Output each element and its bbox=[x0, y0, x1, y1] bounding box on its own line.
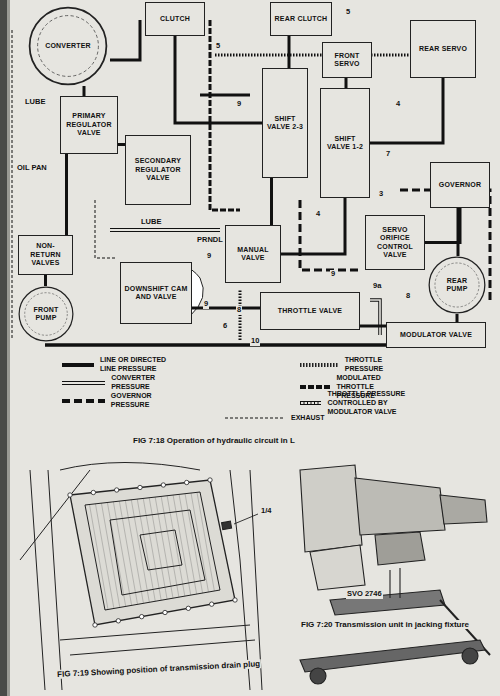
callout-number: 4 bbox=[315, 210, 321, 219]
legend-item: GOVERNOR PRESSURE bbox=[62, 392, 169, 410]
component-label: REAR SERVO bbox=[419, 45, 467, 53]
valve-box: MANUAL VALVE bbox=[225, 225, 281, 283]
part-label: LUBE bbox=[24, 98, 46, 107]
fluid-line bbox=[44, 275, 47, 286]
part-label: LUBE bbox=[140, 218, 162, 227]
valve-box: MODULATOR VALVE bbox=[386, 322, 486, 348]
valve-box: DOWNSHIFT CAM AND VALVE bbox=[120, 262, 192, 324]
fluid-line bbox=[288, 36, 291, 68]
legend-line-sample bbox=[62, 361, 94, 369]
drain-plug-illustration bbox=[20, 463, 262, 691]
page-binding bbox=[7, 0, 10, 696]
legend-item: THROTTLE PRESSURE bbox=[300, 356, 400, 374]
figure-caption: FIG 7:20 Transmission unit in jacking fi… bbox=[300, 620, 470, 629]
legend-line-sample bbox=[62, 397, 105, 405]
component-label: MODULATOR VALVE bbox=[400, 331, 472, 339]
clutch-box: CLUTCH bbox=[145, 2, 205, 36]
legend-line-sample bbox=[225, 414, 285, 422]
legend-text: CONVERTER PRESSURE bbox=[111, 374, 172, 392]
legend-item: LINE OR DIRECTED LINE PRESSURE bbox=[62, 356, 167, 374]
valve-box: PRIMARY REGULATOR VALVE bbox=[60, 96, 118, 154]
legend-line-sample bbox=[62, 379, 105, 387]
legend-line-sample bbox=[300, 399, 321, 407]
callout-number: 7 bbox=[385, 150, 391, 159]
fluid-line bbox=[270, 178, 273, 225]
pan-bolts bbox=[68, 478, 237, 627]
component-label: FRONT PUMP bbox=[28, 306, 64, 323]
valve-box: SERVO ORIFICE CONTROL VALVE bbox=[365, 215, 425, 270]
valve-box: SECONDARY REGULATOR VALVE bbox=[125, 135, 191, 205]
component-label: SHIFT VALVE 1-2 bbox=[324, 135, 366, 152]
callout-number: 10 bbox=[250, 337, 260, 346]
component-label: PRIMARY REGULATOR VALVE bbox=[64, 112, 114, 137]
component-label: SECONDARY REGULATOR VALVE bbox=[129, 157, 187, 182]
pump-circle: REAR PUMP bbox=[428, 256, 486, 314]
legend-item: CONVERTER PRESSURE bbox=[62, 374, 172, 392]
figure-caption: FIG 7:19 Showing position of transmissio… bbox=[56, 659, 261, 679]
legend-item: THROTTLE PRESSURE CONTROLLED BY MODULATO… bbox=[300, 390, 410, 416]
component-label: MANUAL VALVE bbox=[229, 246, 277, 263]
legend-text: LINE OR DIRECTED LINE PRESSURE bbox=[100, 356, 166, 374]
component-label: CONVERTER bbox=[45, 42, 91, 50]
component-label: REAR PUMP bbox=[438, 277, 475, 294]
callout-number: 9 bbox=[203, 300, 209, 309]
dimension-label: 1/4 bbox=[260, 507, 272, 516]
legend-text: THROTTLE PRESSURE bbox=[345, 356, 400, 374]
fluid-line bbox=[370, 78, 443, 143]
callout-number: 9 bbox=[330, 270, 336, 279]
page-binding bbox=[0, 0, 7, 696]
callout-number: 8 bbox=[405, 292, 411, 301]
fluid-line bbox=[456, 314, 459, 322]
governor-box: GOVERNOR bbox=[430, 162, 490, 208]
fluid-line bbox=[345, 78, 348, 88]
fluid-line bbox=[360, 325, 386, 328]
fluid-line bbox=[175, 36, 262, 123]
component-label: NON-RETURN VALVES bbox=[22, 242, 69, 267]
callout-number: 6 bbox=[222, 322, 228, 331]
valve-box: THROTTLE VALVE bbox=[260, 292, 360, 330]
legend-text: EXHAUST bbox=[291, 414, 324, 423]
fluid-line bbox=[281, 198, 345, 254]
transmission-on-jack bbox=[300, 465, 490, 684]
fluid-line bbox=[65, 154, 68, 235]
component-label: SERVO ORIFICE CONTROL VALVE bbox=[369, 226, 421, 260]
callout-number: 9 bbox=[206, 252, 212, 261]
figure-code: SVO 2746 bbox=[346, 590, 383, 599]
part-label: OIL PAN bbox=[16, 164, 48, 173]
callout-number: 4 bbox=[395, 100, 401, 109]
legend-line-sample bbox=[300, 383, 330, 391]
converter-circle: CONVERTER bbox=[28, 6, 108, 86]
pump-circle: FRONT PUMP bbox=[18, 286, 74, 342]
servo-box: REAR SERVO bbox=[410, 20, 476, 78]
component-label: DOWNSHIFT CAM AND VALVE bbox=[124, 285, 188, 302]
component-label: THROTTLE VALVE bbox=[278, 307, 342, 315]
callout-number: 5 bbox=[215, 42, 221, 51]
component-label: CLUTCH bbox=[160, 15, 190, 23]
callout-number: 3 bbox=[378, 190, 384, 199]
figure-caption: FIG 7:18 Operation of hydraulic circuit … bbox=[132, 436, 296, 445]
legend-line-sample bbox=[300, 361, 339, 369]
callout-number: 9a bbox=[372, 282, 382, 291]
servo-box: FRONT SERVO bbox=[322, 42, 372, 78]
fluid-line bbox=[425, 208, 460, 243]
valve-box: SHIFT VALVE 1-2 bbox=[320, 88, 370, 198]
fluid-line bbox=[83, 86, 86, 96]
component-label: SHIFT VALVE 2-3 bbox=[266, 115, 304, 132]
selector-label: PRNDL bbox=[196, 236, 224, 245]
callout-number: 8 bbox=[236, 306, 242, 315]
valve-box: SHIFT VALVE 2-3 bbox=[262, 68, 308, 178]
fluid-line bbox=[118, 143, 125, 146]
callout-number: 9 bbox=[236, 100, 242, 109]
callout-number: 5 bbox=[345, 8, 351, 17]
legend-item: EXHAUST bbox=[225, 414, 324, 423]
valve-box: NON-RETURN VALVES bbox=[18, 235, 73, 275]
component-label: FRONT SERVO bbox=[326, 52, 368, 69]
clutch-box: REAR CLUTCH bbox=[270, 2, 332, 36]
legend-text: THROTTLE PRESSURE CONTROLLED BY MODULATO… bbox=[327, 390, 409, 416]
component-label: GOVERNOR bbox=[439, 181, 481, 189]
component-label: REAR CLUTCH bbox=[275, 15, 328, 23]
legend-text: GOVERNOR PRESSURE bbox=[111, 392, 169, 410]
